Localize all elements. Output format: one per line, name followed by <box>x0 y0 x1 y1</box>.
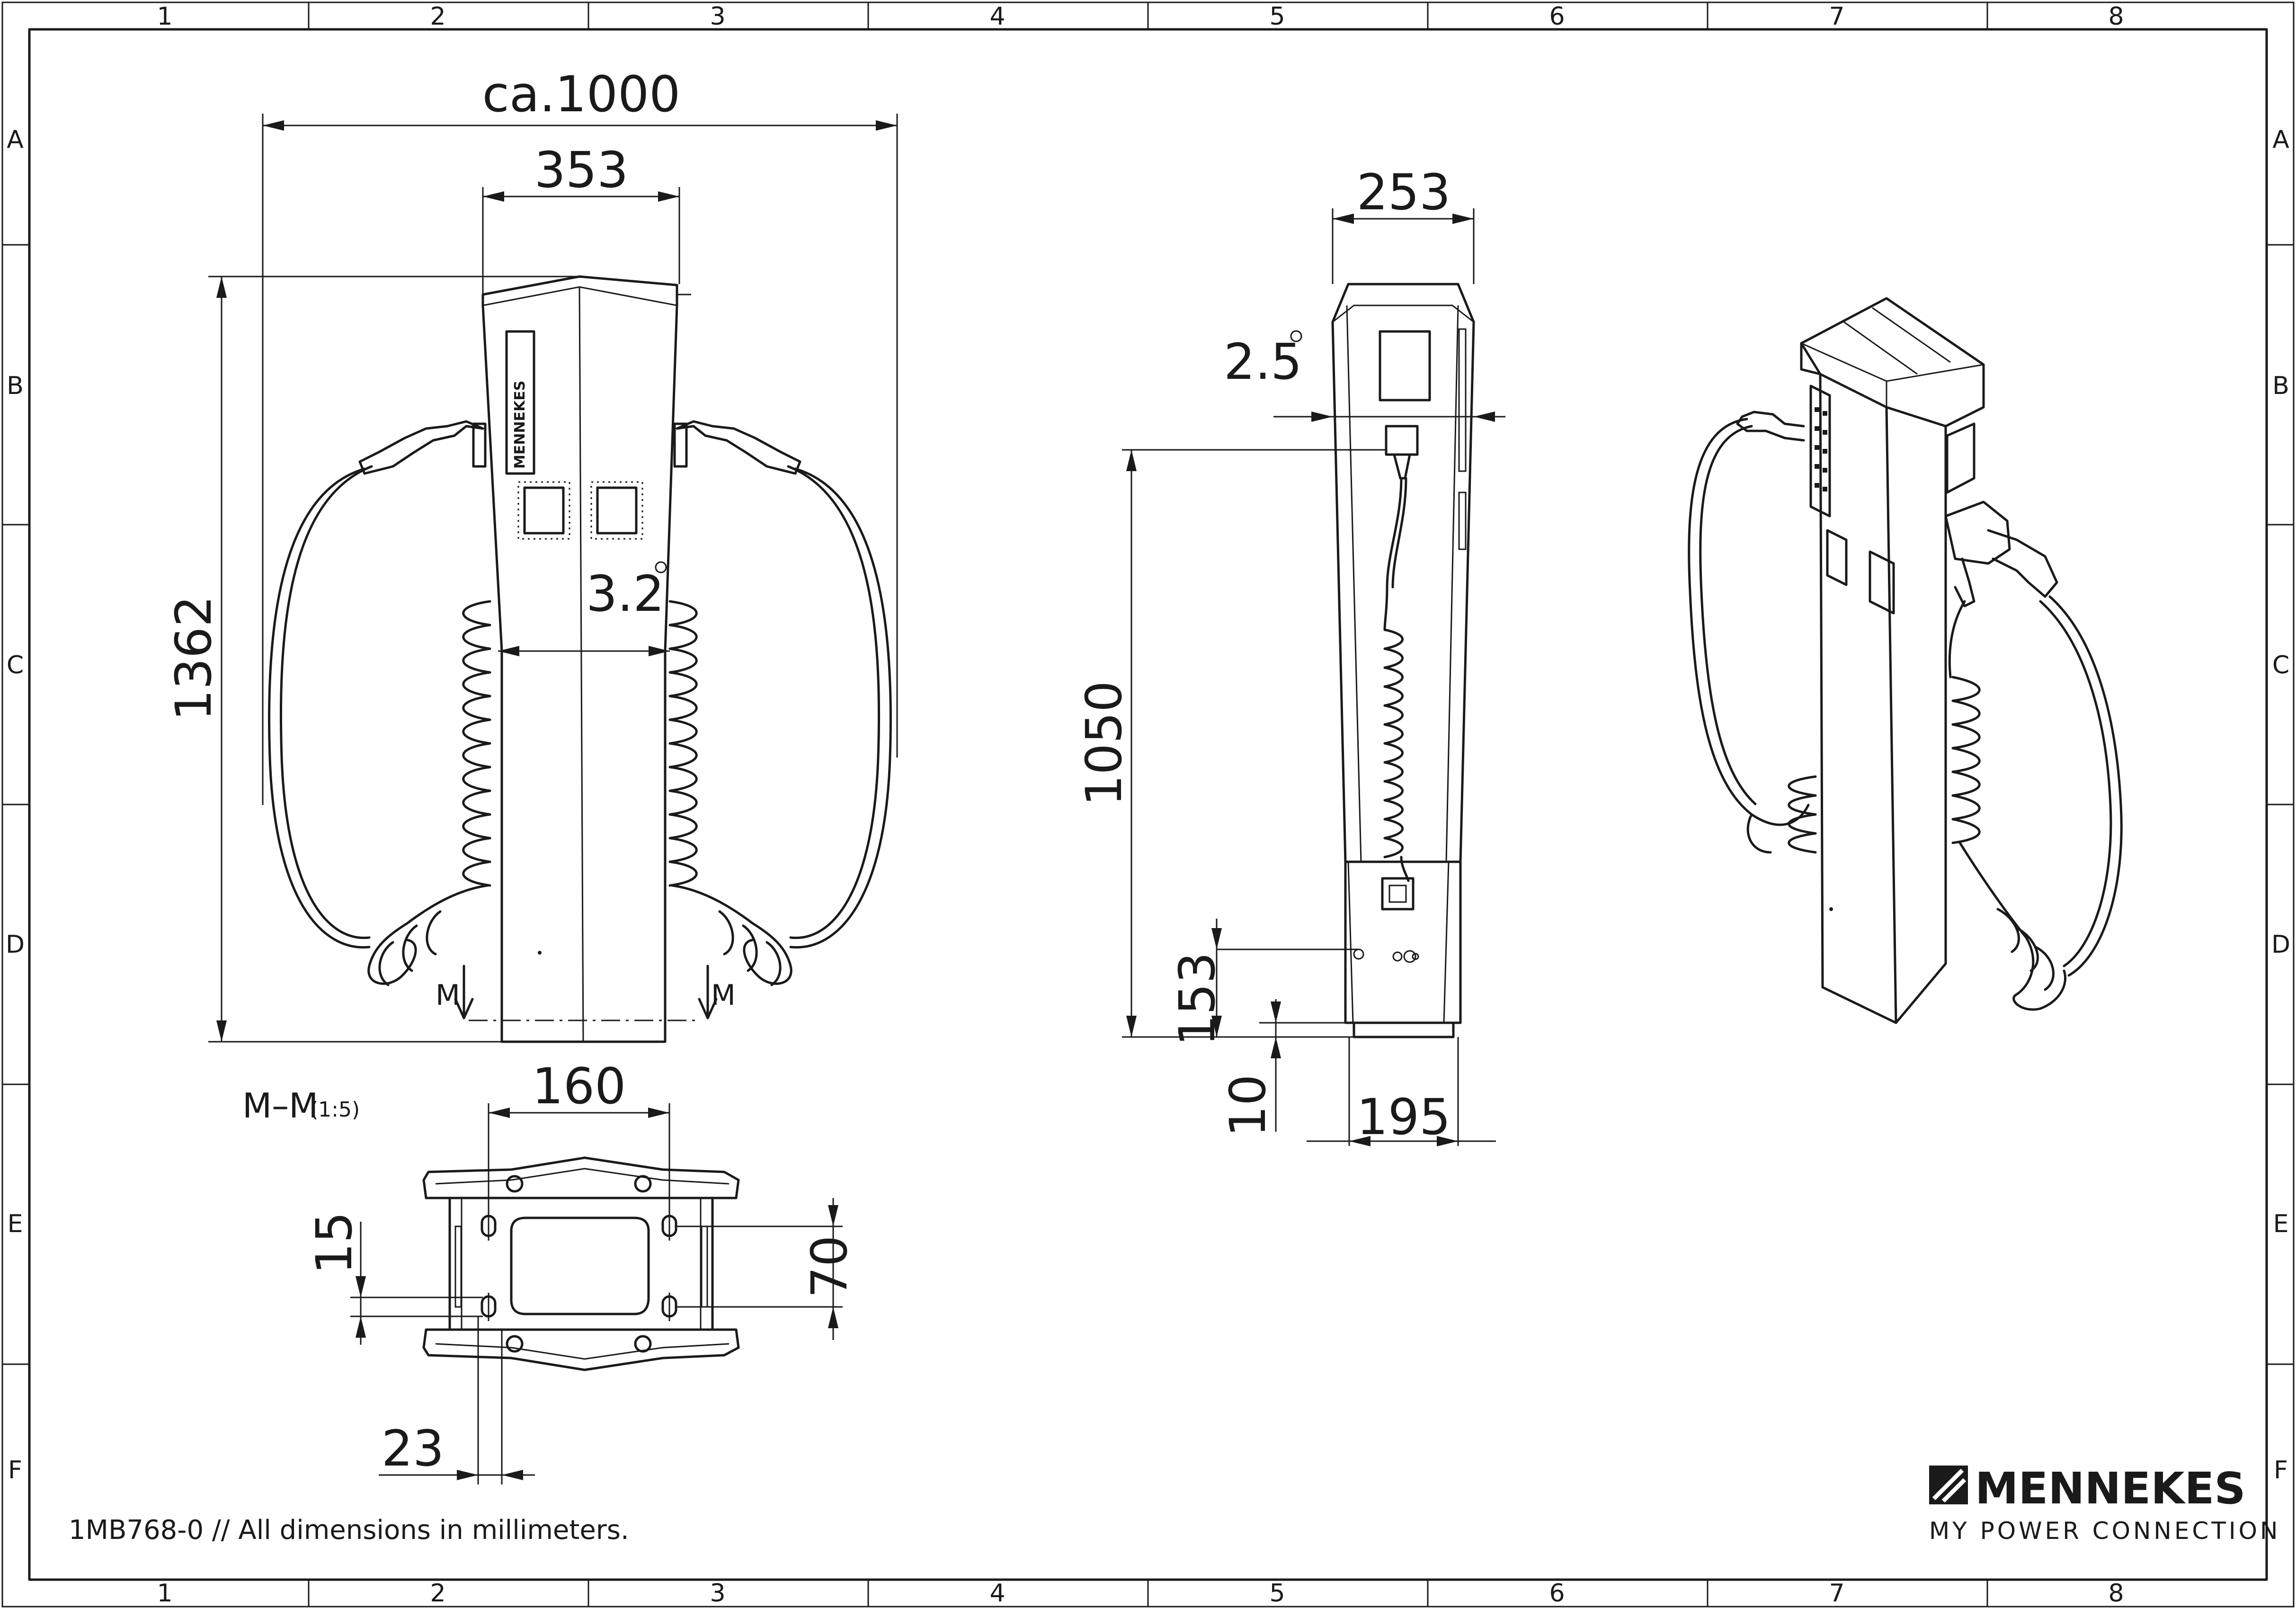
section-dimensions: 160 15 70 23 <box>305 1057 858 1484</box>
column-label: 1 <box>157 2 172 31</box>
dim-body-width: 353 <box>534 141 629 199</box>
front-view: MENNEKES <box>165 65 898 1043</box>
row-label: C <box>2272 651 2289 679</box>
column-label: 6 <box>1549 1579 1565 1608</box>
mennekes-logo-icon <box>1929 1466 1968 1504</box>
row-label: F <box>8 1456 22 1484</box>
column-label: 3 <box>710 1579 725 1608</box>
body-logo: MENNEKES <box>512 381 528 469</box>
side-dimensions: 253 2.5 1050 153 10 195 <box>1075 163 1505 1146</box>
row-label: E <box>8 1210 23 1238</box>
column-label: 3 <box>710 2 725 31</box>
dim-height: 1362 <box>165 596 222 721</box>
front-dimensions: ca.1000 353 1362 3.2 <box>165 65 898 1043</box>
column-label: 7 <box>1829 1579 1844 1608</box>
column-label: 1 <box>157 1579 172 1608</box>
section-scale: (1:5) <box>310 1098 360 1122</box>
row-label: A <box>7 125 24 154</box>
column-label: 5 <box>1269 2 1285 31</box>
column-label: 8 <box>2108 2 2124 31</box>
row-label: B <box>7 372 24 400</box>
section-mark-left: M <box>436 979 460 1012</box>
column-label: 6 <box>1549 2 1565 31</box>
column-label: 8 <box>2108 1579 2124 1608</box>
dim-base-depth: 195 <box>1357 1088 1451 1146</box>
row-label: C <box>7 651 24 679</box>
dim-side-taper: 2.5 <box>1224 333 1302 391</box>
section-view: M–M (1:5) 160 <box>242 1057 858 1484</box>
row-label: D <box>2271 930 2290 959</box>
footer-note: 1MB768-0 // All dimensions in millimeter… <box>69 1515 629 1546</box>
dim-hole-offset: 15 <box>305 1212 363 1274</box>
left-coiled-cable <box>367 600 491 986</box>
column-label: 4 <box>989 2 1005 31</box>
dim-base-height: 153 <box>1168 952 1226 1046</box>
right-coiled-cable <box>668 600 792 986</box>
column-label: 4 <box>989 1579 1005 1608</box>
row-label: A <box>2272 125 2289 154</box>
column-label: 2 <box>430 1579 445 1608</box>
row-label: E <box>2273 1210 2289 1238</box>
row-label: D <box>6 930 25 959</box>
brand-name: MENNEKES <box>1975 1463 2246 1514</box>
dim-depth: 253 <box>1357 163 1451 221</box>
column-label: 7 <box>1829 2 1844 31</box>
dim-hole-spacing-x: 160 <box>532 1057 626 1115</box>
dim-hole-spacing-y: 70 <box>801 1235 858 1298</box>
section-mark-right: M <box>711 979 736 1012</box>
column-label: 2 <box>430 2 445 31</box>
dim-foot-height: 10 <box>1219 1074 1277 1137</box>
row-label: B <box>2272 372 2289 400</box>
dim-socket-height: 1050 <box>1075 681 1133 806</box>
dim-overall-width: ca.1000 <box>482 65 681 123</box>
column-label: 5 <box>1269 1579 1285 1608</box>
dim-edge-offset: 23 <box>382 1420 444 1477</box>
side-view: 253 2.5 1050 153 10 195 <box>1075 163 1505 1146</box>
section-title: M–M <box>242 1086 318 1126</box>
dim-taper-angle: 3.2 <box>586 565 664 623</box>
brand-tagline: MY POWER CONNECTION <box>1929 1517 2280 1545</box>
isometric-view <box>1688 297 2123 1024</box>
footer: 1MB768-0 // All dimensions in millimeter… <box>69 1463 2280 1546</box>
row-label: F <box>2274 1456 2288 1484</box>
